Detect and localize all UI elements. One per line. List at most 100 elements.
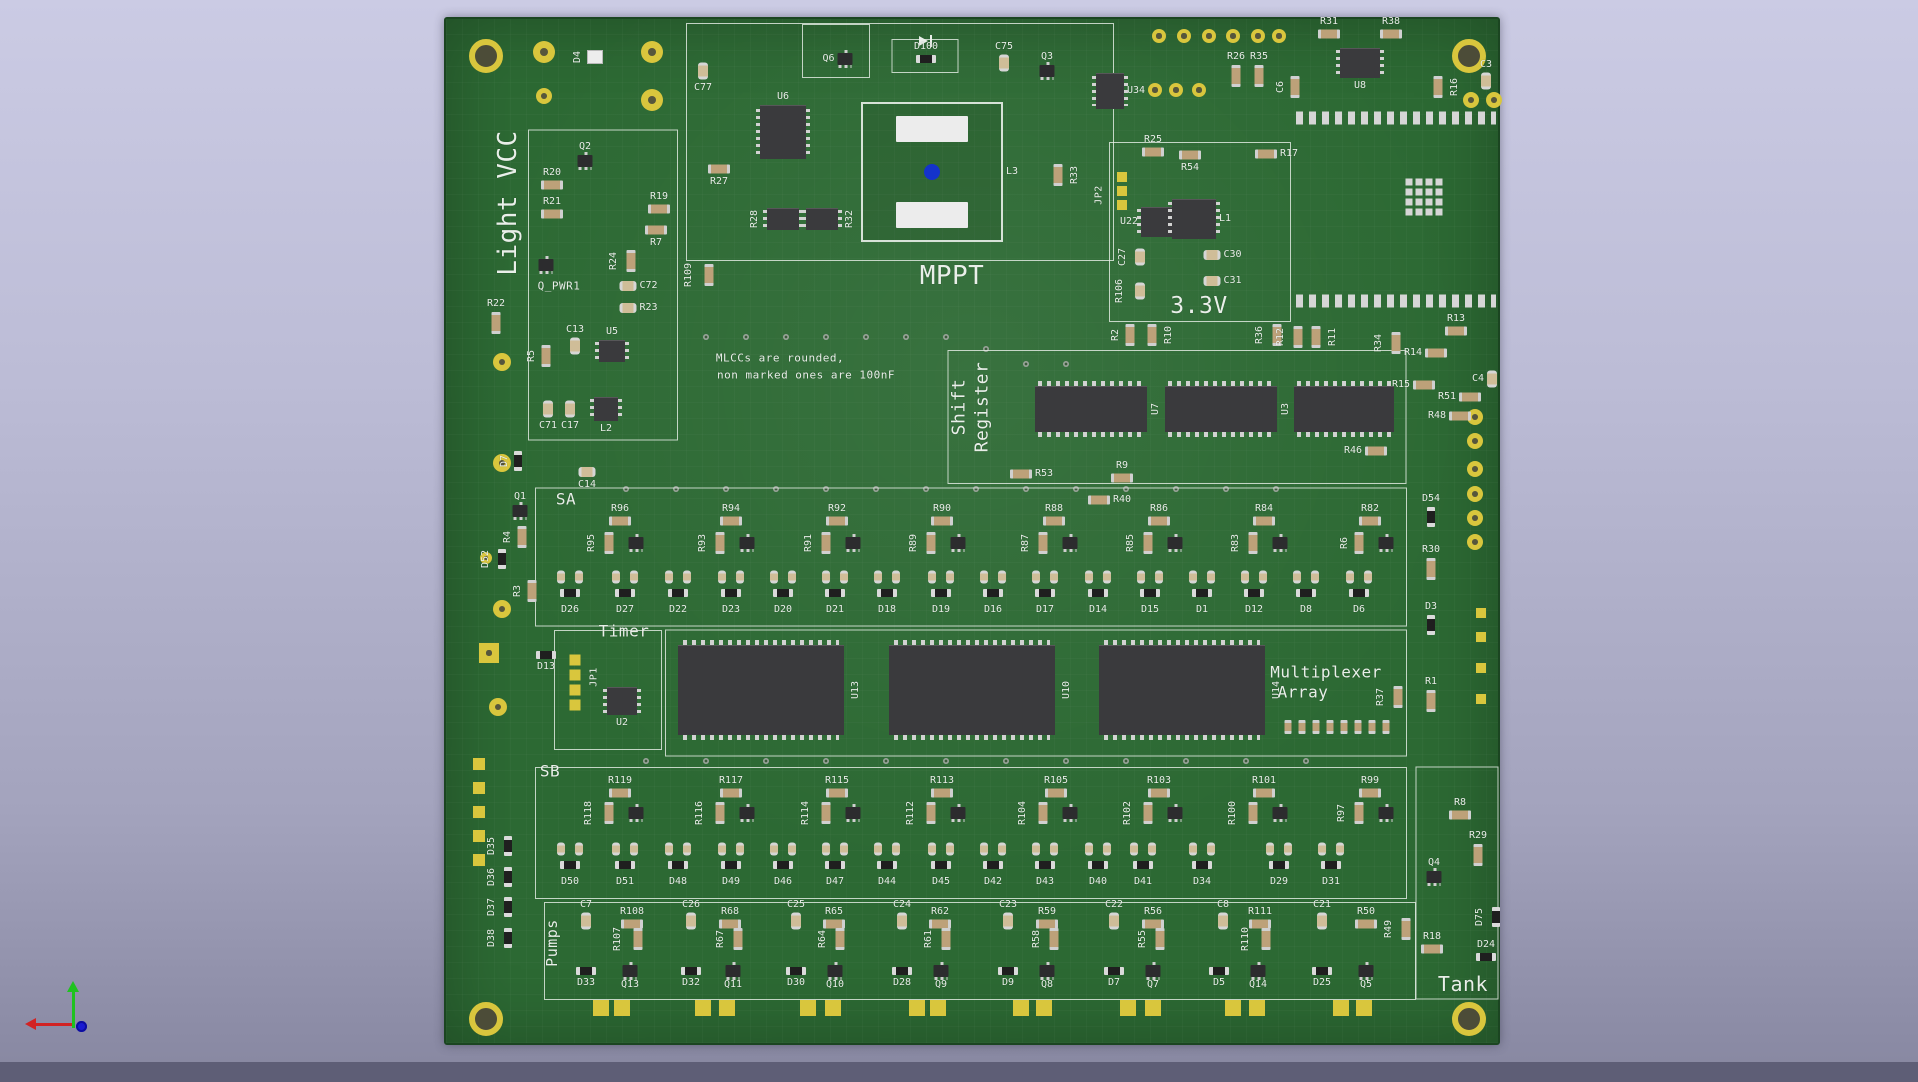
q <box>1378 534 1394 552</box>
diode-cell <box>973 568 1013 602</box>
ref-label-D50: D50 <box>560 876 580 887</box>
ref-label-D25: D25 <box>1312 977 1332 988</box>
ref-label-R90: R90 <box>932 502 952 514</box>
ref-label-R108: R108 <box>619 905 645 917</box>
ref-label-D36: D36 <box>485 867 497 887</box>
ref-label-C23: C23 <box>998 898 1018 910</box>
rv <box>1473 844 1483 866</box>
ch <box>1203 250 1221 260</box>
ref-label-R117: R117 <box>718 774 744 786</box>
via <box>1243 758 1249 764</box>
diode-cell <box>1286 568 1326 602</box>
ref-label-C17: C17 <box>560 419 580 431</box>
q <box>845 534 861 552</box>
ic <box>603 687 641 715</box>
silk-text-sa: SA <box>555 489 577 509</box>
spad <box>1013 1000 1029 1016</box>
silk-text-shift: Shift <box>948 378 970 436</box>
ref-label-Q1: Q1 <box>513 491 527 502</box>
ref-label-R96: R96 <box>610 502 630 514</box>
ref-label-R62: R62 <box>930 905 950 917</box>
rh <box>1318 29 1340 39</box>
silk-text-sb: SB <box>539 761 561 781</box>
diode-cell <box>815 568 855 602</box>
ref-label-D38: D38 <box>485 928 497 948</box>
diode-cell <box>550 840 590 874</box>
ref-label-R31: R31 <box>1319 15 1339 27</box>
ic <box>1336 48 1384 78</box>
rv <box>733 928 743 950</box>
ref-label-R25: R25 <box>1143 133 1163 145</box>
gpad <box>493 600 511 618</box>
spad <box>569 669 581 681</box>
ref-label-R48: R48 <box>1427 410 1446 421</box>
rv <box>1248 532 1258 554</box>
ref-label-R95: R95 <box>586 533 598 553</box>
via <box>743 334 749 340</box>
rv <box>1261 928 1271 950</box>
ref-label-D30: D30 <box>786 977 806 988</box>
q <box>845 804 861 822</box>
dsym <box>919 35 933 47</box>
ref-label-R10: R10 <box>1162 325 1174 345</box>
spad <box>569 699 581 711</box>
ref-label-C3: C3 <box>1479 58 1493 70</box>
ict <box>1165 381 1277 437</box>
ref-label-C24: C24 <box>892 898 912 910</box>
ref-label-D15: D15 <box>1140 604 1160 615</box>
rh <box>720 788 742 798</box>
ref-label-R59: R59 <box>1037 905 1057 917</box>
gpad <box>1463 92 1479 108</box>
pad-grid <box>1405 178 1443 216</box>
via <box>903 334 909 340</box>
via <box>763 758 769 764</box>
silk-text-light-vcc: Light VCC <box>493 130 523 276</box>
ref-label-C31: C31 <box>1223 275 1242 286</box>
rv <box>541 345 551 367</box>
gpad <box>1177 29 1191 43</box>
ref-label-R40: R40 <box>1113 494 1132 505</box>
ref-label-R58: R58 <box>1031 929 1043 949</box>
ic <box>595 340 629 362</box>
ref-label-D47: D47 <box>825 876 845 887</box>
ch <box>1203 276 1221 286</box>
gpad <box>489 698 507 716</box>
spad <box>1120 1000 1136 1016</box>
via <box>823 758 829 764</box>
rh <box>826 516 848 526</box>
diode-cell <box>711 568 751 602</box>
diode-cell <box>815 840 855 874</box>
rh <box>1425 348 1447 358</box>
rh <box>1111 473 1133 483</box>
ref-label-D46: D46 <box>773 876 793 887</box>
ref-label-R28: R28 <box>748 209 760 229</box>
resistor-row <box>1282 719 1397 735</box>
ref-label-D100: D100 <box>913 41 939 52</box>
via <box>703 334 709 340</box>
spad <box>1249 1000 1265 1016</box>
diode-cell <box>1078 840 1118 874</box>
gpad <box>1467 534 1483 550</box>
cv <box>686 912 696 930</box>
ref-label-D23: D23 <box>721 604 741 615</box>
ref-label-D34: D34 <box>1192 876 1212 887</box>
ref-label-D18: D18 <box>877 604 897 615</box>
rh <box>719 919 741 929</box>
ref-label-D42: D42 <box>983 876 1003 887</box>
cv <box>543 400 553 418</box>
hole <box>1452 1002 1486 1036</box>
via <box>723 486 729 492</box>
ref-label-R100: R100 <box>1227 800 1239 826</box>
ref-label-R1: R1 <box>1424 676 1438 687</box>
ref-label-R105: R105 <box>1043 774 1069 786</box>
rh <box>1449 810 1471 820</box>
ref-label-D24: D24 <box>1476 939 1496 950</box>
ref-label-C7: C7 <box>579 898 593 910</box>
ref-label-D33: D33 <box>576 977 596 988</box>
rv <box>704 264 714 286</box>
silk-text-array: Array <box>1277 682 1329 702</box>
rv <box>1354 802 1364 824</box>
ref-label-U13: U13 <box>850 680 862 700</box>
